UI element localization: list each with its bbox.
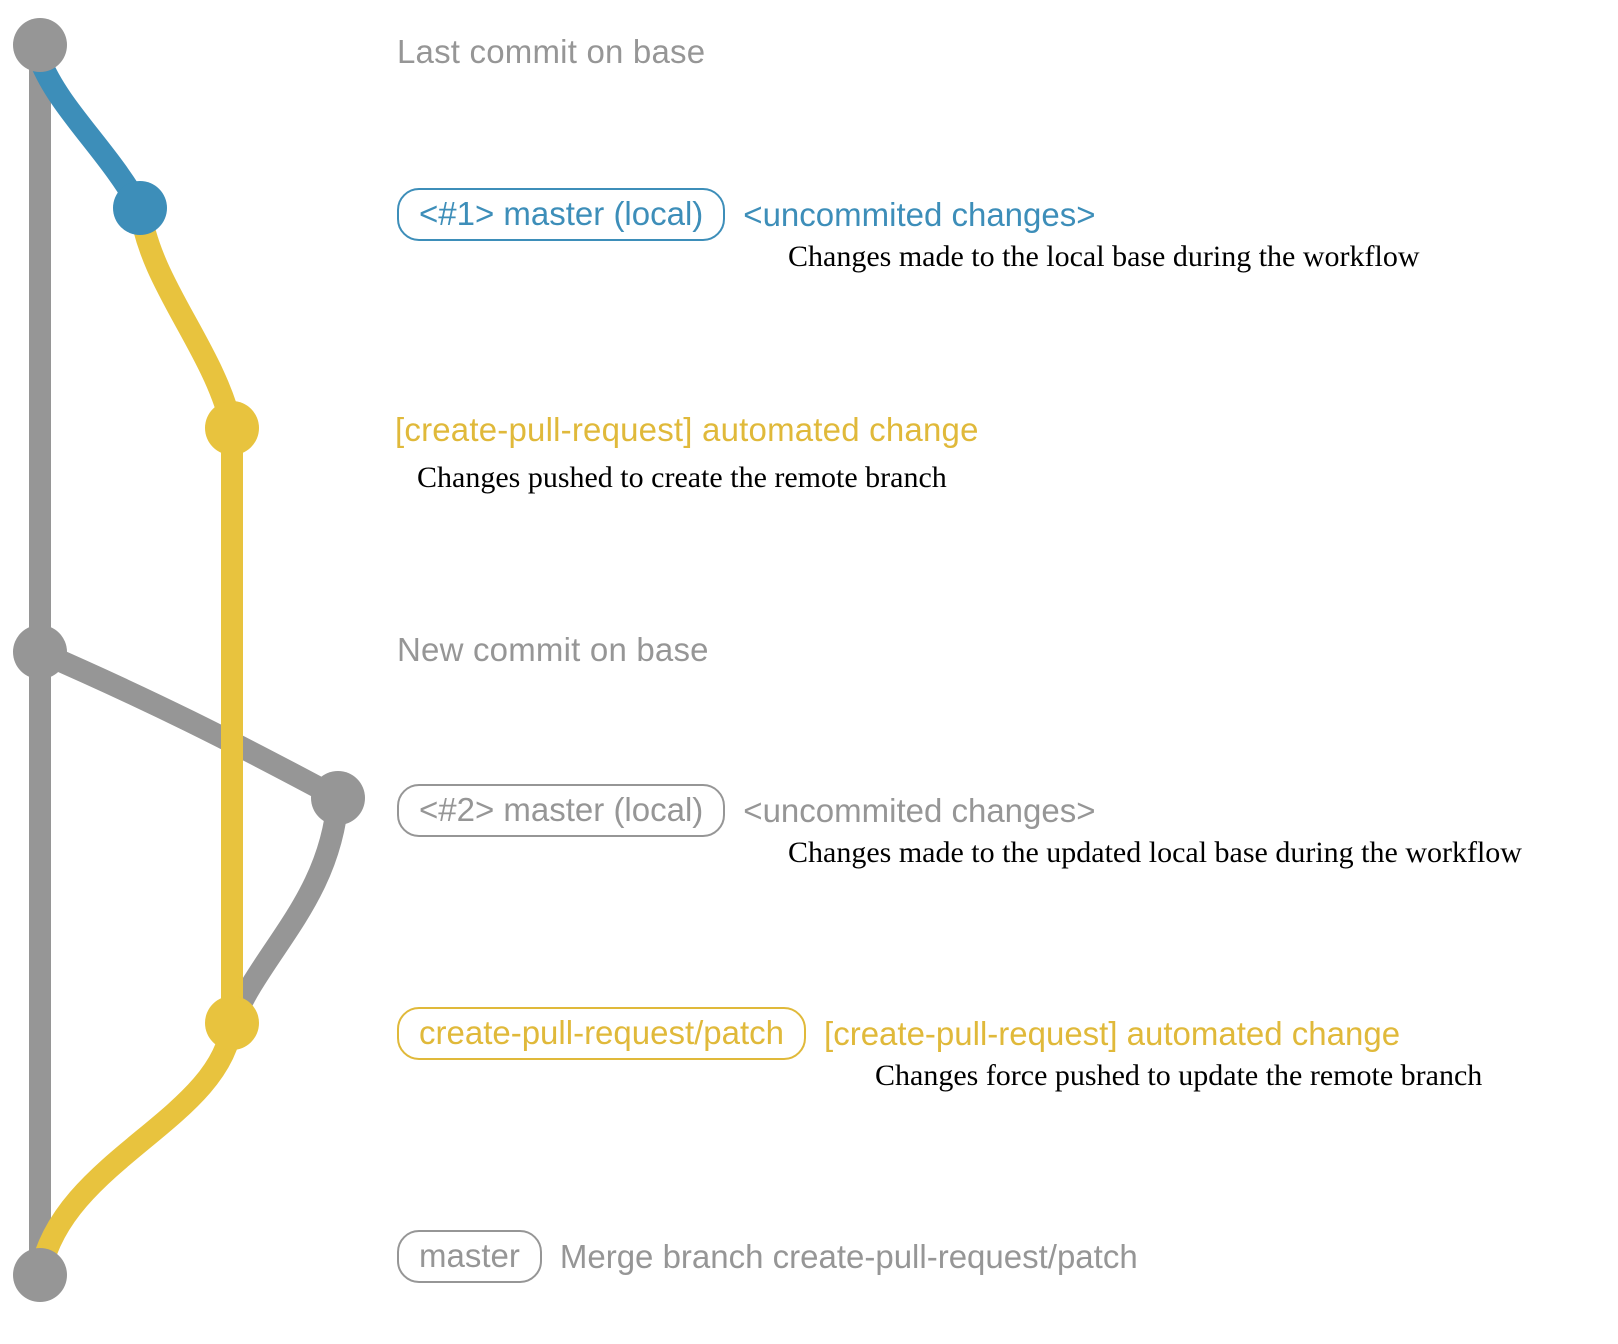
commit-description-master-local-1: Changes made to the local base during th… (788, 240, 1420, 273)
edge-patch-to-merge (29, 1012, 243, 1286)
commit-subject-new-commit-on-base: New commit on base (397, 631, 709, 668)
commit-row-master-local-2: <#2> master (local) <uncommited changes> (397, 784, 1096, 837)
commit-row-merge-commit: master Merge branch create-pull-request/… (397, 1230, 1138, 1283)
commit-description-automated-change-1: Changes pushed to create the remote bran… (417, 461, 947, 494)
node-last-commit-on-base[interactable] (13, 18, 67, 72)
commit-row-automated-change-1: [create-pull-request] automated change (395, 411, 979, 449)
commit-subject-automated-change-2: [create-pull-request] automated change (824, 1014, 1401, 1052)
commit-description-automated-change-2: Changes force pushed to update the remot… (875, 1059, 1483, 1092)
edge-base-to-detour (29, 641, 349, 809)
node-automated-change-1[interactable] (205, 401, 259, 455)
commit-subject-merge-commit: Merge branch create-pull-request/patch (559, 1237, 1138, 1275)
commit-description-master-local-2: Changes made to the updated local base d… (788, 836, 1522, 869)
edge-local-to-patch-1 (129, 197, 243, 439)
node-master-local-1[interactable] (113, 181, 167, 235)
edge-detour-to-patch (221, 787, 349, 1034)
commit-subject-last-commit-on-base: Last commit on base (397, 33, 706, 70)
node-merge-commit[interactable] (13, 1248, 67, 1302)
branch-badge-create-pull-request-patch[interactable]: create-pull-request/patch (397, 1007, 807, 1060)
branch-badge-master-local-1[interactable]: <#1> master (local) (397, 188, 726, 241)
commit-row-automated-change-2: create-pull-request/patch [create-pull-r… (397, 1007, 1400, 1060)
branch-badge-master-local-2[interactable]: <#2> master (local) (397, 784, 726, 837)
branch-badge-master[interactable]: master (397, 1230, 542, 1283)
commit-subject-master-local-1: <uncommited changes> (743, 195, 1096, 233)
commit-subject-master-local-2: <uncommited changes> (743, 791, 1096, 829)
commit-subject-automated-change-1: [create-pull-request] automated change (395, 411, 979, 448)
commit-row-master-local-1: <#1> master (local) <uncommited changes> (397, 188, 1096, 241)
commit-row-new-commit-on-base: New commit on base (397, 631, 709, 669)
commit-row-last-commit-on-base: Last commit on base (397, 33, 705, 71)
node-automated-change-2[interactable] (205, 996, 259, 1050)
node-new-commit-on-base[interactable] (13, 625, 67, 679)
node-master-local-2[interactable] (311, 771, 365, 825)
